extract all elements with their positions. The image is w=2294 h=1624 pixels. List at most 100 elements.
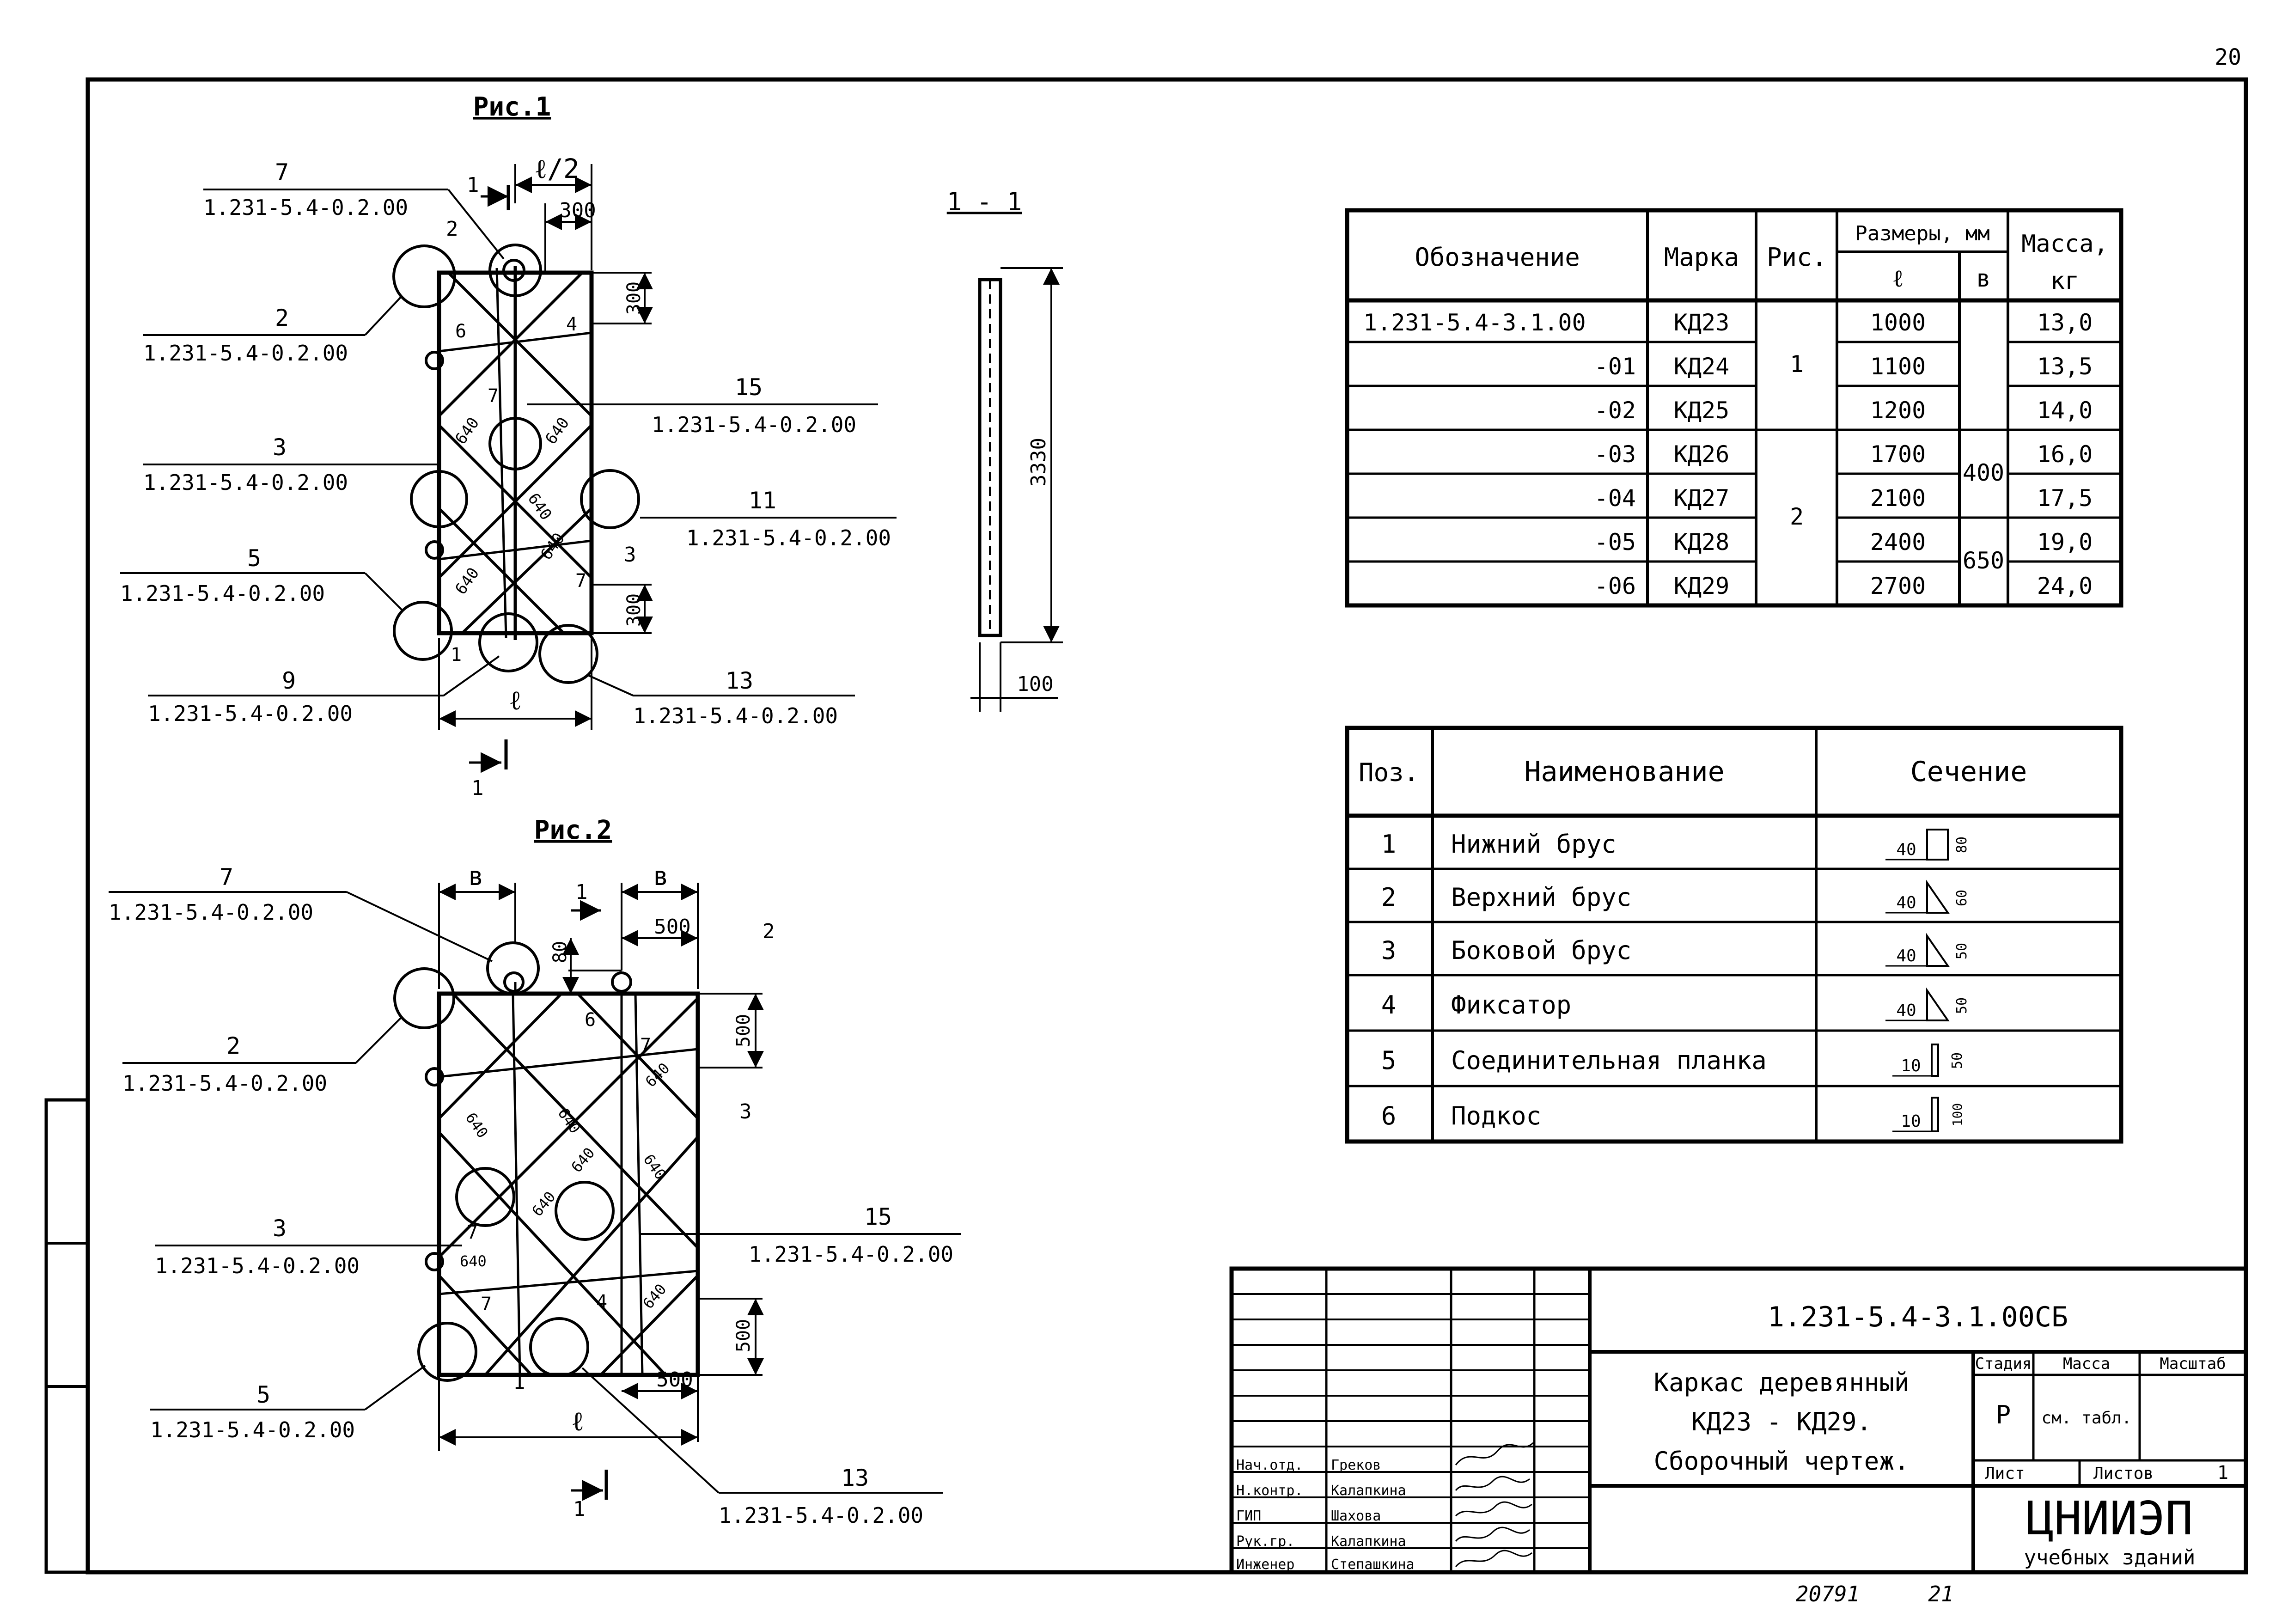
marks-table: Обозначение Марка Рис. Размеры, мм ℓ в М… [1345,208,2123,608]
fig1-pos-2: 2 [446,217,458,241]
fig2-dim-640e: 640 [640,1151,670,1183]
sheet-frame [85,77,2248,1575]
svg-text:1.231-5.4-0.2.00: 1.231-5.4-0.2.00 [109,900,313,925]
svg-text:40: 40 [1896,840,1916,859]
fig2-callout-2: 2 1.231-5.4-0.2.00 [122,1016,403,1096]
fig2-title: Рис.2 [534,815,612,845]
th-name: Наименование [1524,756,1724,788]
svg-text:КД29: КД29 [1674,573,1729,599]
fig2-span: ℓ [571,1405,584,1437]
fig1-pos-1a: 1 [451,644,462,665]
svg-text:1.231-5.4-0.2.00: 1.231-5.4-0.2.00 [150,1417,355,1442]
fig2-pos-7a: 7 [640,1035,651,1056]
doc-code: 1.231-5.4-3.1.00СБ [1768,1301,2068,1333]
th-mark: Марка [1664,243,1739,272]
svg-text:1.231-5.4-0.2.00: 1.231-5.4-0.2.00 [749,1242,953,1267]
svg-text:КД23: КД23 [1674,309,1729,336]
fig-value-2: 2 [1790,503,1804,530]
svg-text:Подкос: Подкос [1451,1101,1541,1130]
svg-text:10: 10 [1901,1112,1921,1131]
svg-text:-06: -06 [1594,573,1636,599]
svg-text:50: 50 [1954,943,1970,959]
svg-text:1: 1 [1381,830,1397,859]
fig1-pos-1b: 1 [467,173,479,197]
svg-text:1.231-5.4-0.2.00: 1.231-5.4-0.2.00 [155,1253,360,1278]
section-1-1: 1 - 1 3330 100 [947,187,1063,712]
fig2-dim-500-bottom: 500 [656,1368,693,1392]
section-width: 100 [1017,672,1053,696]
section-height: 3330 [1027,438,1050,487]
svg-text:13,5: 13,5 [2037,353,2093,380]
svg-text:3: 3 [273,434,287,461]
scale-label: Масштаб [2160,1355,2226,1373]
svg-text:КД26: КД26 [1674,441,1729,468]
svg-text:2: 2 [1381,883,1397,912]
svg-text:40: 40 [1896,893,1916,912]
svg-text:19,0: 19,0 [2037,529,2093,556]
sheet-label: Лист [1985,1464,2025,1483]
svg-text:КД25: КД25 [1674,397,1729,424]
stage-value: Р [1996,1400,2011,1429]
fig1-callout-3: 3 1.231-5.4-0.2.00 [143,434,439,495]
fig2-pos-4: 4 [596,1291,607,1313]
svg-text:1.231-5.4-0.2.00: 1.231-5.4-0.2.00 [686,525,891,550]
th-mass-unit: кг [2050,267,2080,295]
parts-table: Поз. Наименование Сечение 1 Нижний брус … [1345,726,2123,1144]
fig2-dim-640b: 640 [555,1105,584,1136]
parts-row: 6 Подкос 10 100 [1381,1097,1965,1132]
svg-text:17,5: 17,5 [2037,485,2093,512]
fig2-b-right: в [653,861,669,891]
svg-text:5: 5 [1381,1046,1397,1075]
fig2-pos-2: 2 [763,920,775,943]
fig2-dim-500-right-bottom: 500 [733,1319,754,1352]
fig1-callout-9: 9 1.231-5.4-0.2.00 [148,655,500,726]
fig1-dim-640e: 640 [451,564,483,598]
svg-text:1.231-5.4-0.2.00: 1.231-5.4-0.2.00 [122,1071,327,1096]
svg-text:40: 40 [1896,1001,1916,1020]
fig1-dim-640c: 640 [524,490,555,524]
svg-text:Соединительная планка: Соединительная планка [1451,1046,1767,1075]
svg-text:1.231-5.4-3.1.00: 1.231-5.4-3.1.00 [1363,309,1586,336]
svg-text:Фиксатор: Фиксатор [1451,990,1571,1020]
fig1-section-mark-bottom: 1 [471,776,484,800]
fig2-dim-500-right-top: 500 [733,1014,754,1047]
fig2-dim-640g: 640 [460,1252,487,1270]
fig1-callout-15: 15 1.231-5.4-0.2.00 [527,374,878,437]
title-line-2: КД23 - КД29. [1691,1407,1872,1436]
svg-text:-02: -02 [1594,397,1636,424]
svg-text:1200: 1200 [1870,397,1926,424]
marks-row: -03 КД26 1700 16,0 [1594,441,2093,468]
svg-text:13: 13 [726,667,753,694]
svg-text:80: 80 [1954,836,1970,853]
signature-row: Нач.отд. Греков [1236,1441,1535,1473]
org-name: ЦНИИЭП [2026,1491,2193,1545]
svg-text:11: 11 [749,487,776,514]
svg-text:15: 15 [864,1203,892,1230]
fig1-callout-11: 11 1.231-5.4-0.2.00 [640,487,897,550]
parts-row: 3 Боковой брус 40 50 [1381,933,1970,967]
figure-2: Рис.2 2 6 7 3 7 7 4 1 [109,815,961,1528]
b-value-650: 650 [1963,547,2004,574]
fig2-dim-640d: 640 [567,1144,598,1176]
title-line-3: Сборочный чертеж. [1654,1447,1910,1476]
fig2-dim-640a: 640 [462,1109,492,1141]
fig2-b-left: в [468,861,484,891]
marks-row: -06 КД29 2700 24,0 [1594,573,2093,599]
marks-row: -05 КД28 2400 19,0 [1594,529,2093,556]
fig1-callout-2: 2 1.231-5.4-0.2.00 [143,295,403,366]
footer-page: 21 [1928,1581,1953,1606]
th-b: в [1976,265,1990,293]
th-pos: Поз. [1359,758,1419,787]
fig2-dim-500-top: 500 [654,915,690,939]
fig2-pos-7c: 7 [481,1294,492,1315]
fig1-span: ℓ [509,684,522,716]
fig1-pos-4: 4 [566,314,577,335]
svg-text:Степашкина: Степашкина [1331,1557,1415,1573]
signature-row: Инженер Степашкина [1236,1550,1532,1573]
fig2-section-mark-top: 1 [575,880,588,904]
svg-text:50: 50 [1949,1052,1965,1069]
signature-row: Н.контр. Калапкина [1236,1476,1530,1499]
fig-value-1: 1 [1790,351,1804,378]
marks-row: -04 КД27 2100 17,5 [1594,485,2093,512]
